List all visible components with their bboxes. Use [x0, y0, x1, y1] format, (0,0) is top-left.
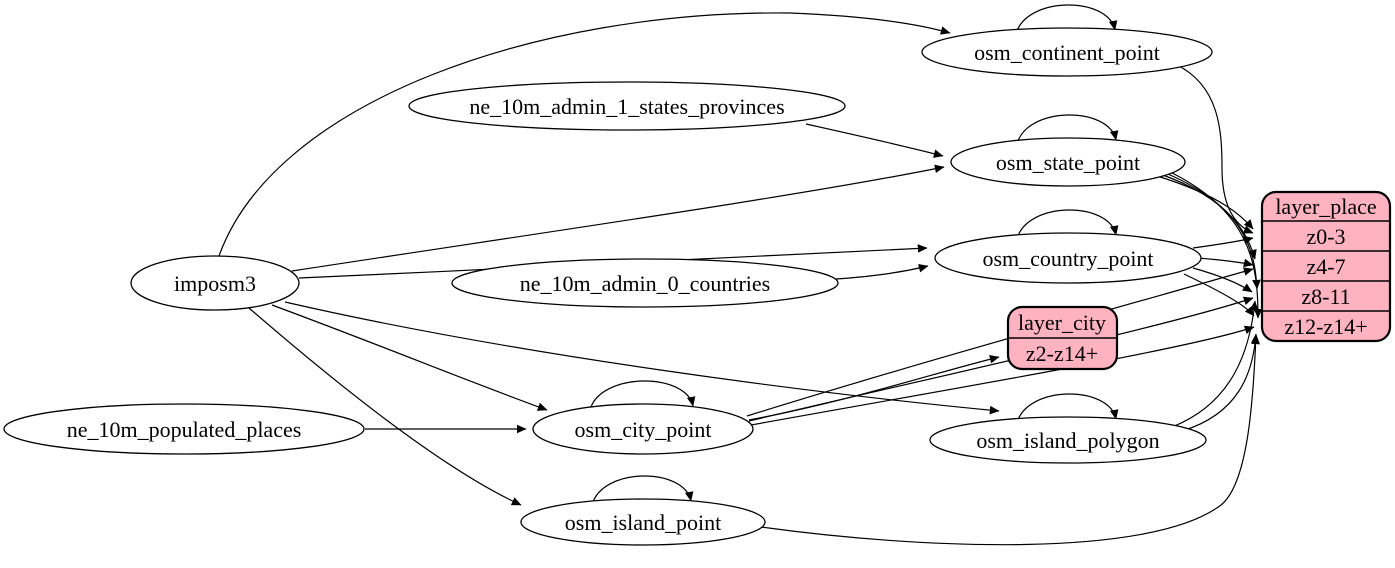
edge-imposm3-to-osm_island_polygon: [284, 301, 1000, 415]
edge-imposm3-to-osm_city_point: [271, 304, 548, 411]
edge-osm_city_point-to-layer_place-z8-11: [748, 296, 1254, 422]
osm_country_point-label: osm_country_point: [982, 246, 1153, 271]
ne_10m_admin_0_countries-label: ne_10m_admin_0_countries: [520, 271, 771, 296]
edge-osm_island_polygon-to-layer_place-z12-z14: [1181, 333, 1260, 432]
edge-osm_country_point-to-layer_place-z4-7: [1197, 257, 1254, 268]
edges: [218, 4, 1263, 546]
self-loop-osm_state_point: [1016, 114, 1119, 145]
ne_10m_admin_1_states_provinces-ellipse: [408, 81, 846, 131]
node-osm_country_point: osm_country_point: [934, 232, 1202, 284]
ne_10m_populated_places-ellipse: [3, 403, 365, 455]
node-ne_10m_populated_places: ne_10m_populated_places: [3, 403, 365, 455]
node-osm_state_point: osm_state_point: [950, 137, 1186, 187]
self-loop-osm_country_point: [1016, 209, 1119, 240]
osm_island_point-ellipse: [520, 498, 766, 546]
ne_10m_admin_0_countries-ellipse: [451, 258, 839, 308]
layer_place-row-z4-7: z4-7: [1306, 254, 1345, 279]
edge-osm_island_point-to-layer_place-z12-z14: [760, 334, 1260, 546]
edge-imposm3-to-osm_state_point: [291, 164, 945, 272]
node-layer_place: layer_place z0-3 z4-7 z8-11 z12-z14+: [1260, 190, 1392, 343]
ne_10m_admin_1_states_provinces-label: ne_10m_admin_1_states_provinces: [469, 94, 784, 119]
osm_continent_point-label: osm_continent_point: [974, 40, 1160, 65]
edge-osm_city_point-to-layer_city-z2-z14: [748, 354, 1000, 421]
node-imposm3: imposm3: [130, 255, 300, 311]
node-layer_city: layer_city z2-z14+: [1006, 305, 1119, 371]
node-osm_city_point: osm_city_point: [532, 403, 754, 455]
edge-osm_state_point-to-layer_place-z0-3: [1156, 175, 1254, 230]
osm_continent_point-ellipse: [921, 27, 1213, 77]
edge-ne_10m_admin_0_countries-to-osm_country_point: [835, 263, 929, 280]
self-loop-osm_island_polygon: [1016, 393, 1119, 424]
node-osm_island_polygon: osm_island_polygon: [929, 416, 1207, 464]
node-osm_island_point: osm_island_point: [520, 498, 766, 546]
layer_place-row-z0-3: z0-3: [1306, 224, 1345, 249]
osm_island_polygon-label: osm_island_polygon: [976, 428, 1159, 453]
imposm3-label: imposm3: [174, 271, 256, 296]
edge-ne_10m_admin_1_states_provinces-to-osm_state_point: [805, 123, 944, 158]
layer_city-title: layer_city: [1018, 310, 1106, 335]
layer_place-box: [1260, 190, 1392, 343]
edge-osm_country_point-to-layer_place-z0-3: [1192, 235, 1254, 249]
osm_city_point-ellipse: [532, 403, 754, 455]
node-osm_continent_point: osm_continent_point: [921, 27, 1213, 77]
self-loop-osm_island_point: [591, 475, 694, 506]
osm_country_point-ellipse: [934, 232, 1202, 284]
ne_10m_populated_places-label: ne_10m_populated_places: [67, 417, 302, 442]
node-ne_10m_admin_1_states_provinces: ne_10m_admin_1_states_provinces: [408, 81, 846, 131]
edge-osm_country_point-to-layer_place-z12-z14: [1183, 273, 1255, 317]
layer_place-row-z8-11: z8-11: [1301, 284, 1350, 309]
self-loop-osm_continent_point: [1015, 4, 1118, 35]
edge-imposm3-to-osm_island_point: [248, 307, 522, 506]
edge-imposm3-to-osm_continent_point: [218, 12, 951, 257]
imposm3-ellipse: [130, 255, 300, 311]
node-ne_10m_admin_0_countries: ne_10m_admin_0_countries: [451, 258, 839, 308]
self-loop-osm_city_point: [589, 380, 696, 411]
osm_city_point-label: osm_city_point: [575, 417, 712, 442]
osm_state_point-label: osm_state_point: [996, 150, 1140, 175]
osm_island_polygon-ellipse: [929, 416, 1207, 464]
edge-osm_city_point-to-layer_place-z12-z14: [750, 325, 1255, 426]
edge-osm_island_polygon-to-layer_place-z8-11: [1171, 300, 1259, 428]
layer_place-row-z12-z14: z12-z14+: [1284, 314, 1367, 339]
edge-osm_continent_point-to-layer_place-z0-3: [1176, 64, 1254, 234]
osm_island_point-label: osm_island_point: [565, 510, 721, 535]
osm_state_point-ellipse: [950, 137, 1186, 187]
layer_place-title: layer_place: [1275, 194, 1376, 219]
layer_city-row-z2-z14: z2-z14+: [1026, 341, 1098, 366]
edge-osm_country_point-to-layer_place-z8-11: [1192, 267, 1253, 293]
